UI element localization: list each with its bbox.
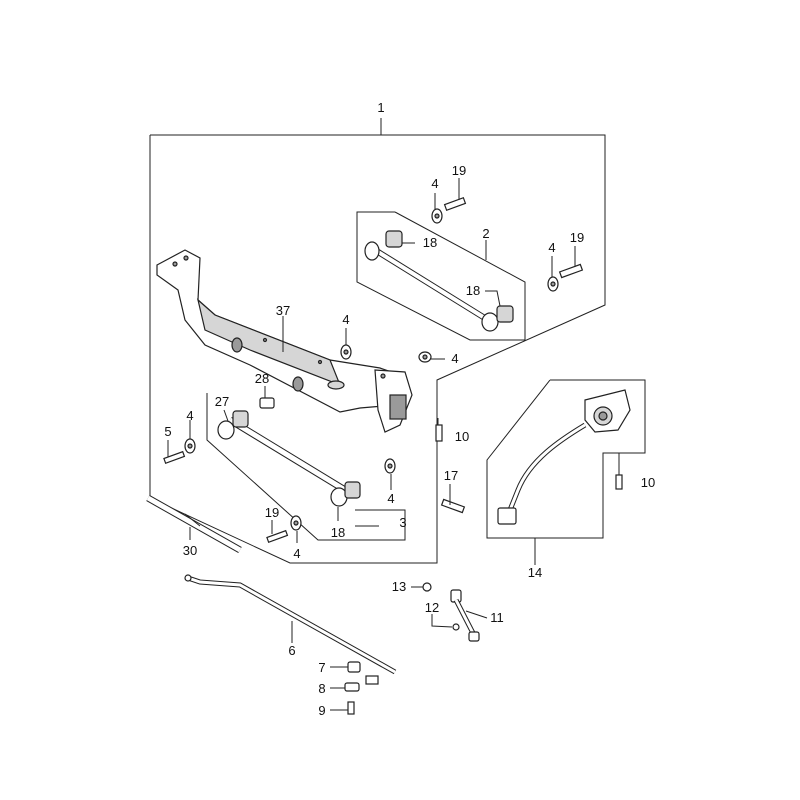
callout-1: 1 xyxy=(377,100,384,115)
lower-arm-part xyxy=(217,410,361,507)
callout-12: 12 xyxy=(425,600,439,615)
bracket-box xyxy=(486,379,646,539)
callout-5: 5 xyxy=(164,424,171,439)
crossmember-part xyxy=(156,249,413,433)
stabilizer-bar xyxy=(184,574,397,715)
callout-37: 37 xyxy=(276,303,290,318)
callout-18-c: 18 xyxy=(331,525,345,540)
upper-arm-part xyxy=(364,230,514,332)
rod-30 xyxy=(146,494,242,554)
callout-labels: 1 2 3 4 4 4 4 4 4 4 5 6 7 8 9 10 10 11 1… xyxy=(164,100,655,718)
callout-19-b: 19 xyxy=(570,230,584,245)
callout-19-a: 19 xyxy=(452,163,466,178)
lower-arm-box xyxy=(206,393,406,541)
callout-8: 8 xyxy=(318,681,325,696)
callout-13: 13 xyxy=(392,579,406,594)
callout-4-e: 4 xyxy=(186,408,193,423)
upper-arm-box xyxy=(356,211,526,341)
callout-28: 28 xyxy=(255,371,269,386)
callout-4-d: 4 xyxy=(451,351,458,366)
callout-18-b: 18 xyxy=(466,283,480,298)
callout-11: 11 xyxy=(490,610,504,625)
callout-19-c: 19 xyxy=(265,505,279,520)
callout-10-a: 10 xyxy=(455,429,469,444)
callout-4-b: 4 xyxy=(548,240,555,255)
leader-lines xyxy=(167,178,620,711)
fasteners-assembly-1 xyxy=(163,196,584,544)
callout-14: 14 xyxy=(528,565,542,580)
callout-30: 30 xyxy=(183,543,197,558)
bracket-part xyxy=(497,389,631,525)
bolt-17 xyxy=(440,498,466,514)
callout-7: 7 xyxy=(318,660,325,675)
callout-10-b: 10 xyxy=(641,475,655,490)
callout-17: 17 xyxy=(444,468,458,483)
callout-27: 27 xyxy=(215,394,229,409)
callout-6: 6 xyxy=(288,643,295,658)
callout-3: 3 xyxy=(399,515,406,530)
callout-4-a: 4 xyxy=(431,176,438,191)
callout-4-f: 4 xyxy=(387,491,394,506)
callout-4-c: 4 xyxy=(342,312,349,327)
callout-4-g: 4 xyxy=(293,546,300,561)
callout-9: 9 xyxy=(318,703,325,718)
callout-2: 2 xyxy=(482,226,489,241)
callout-18-a: 18 xyxy=(423,235,437,250)
